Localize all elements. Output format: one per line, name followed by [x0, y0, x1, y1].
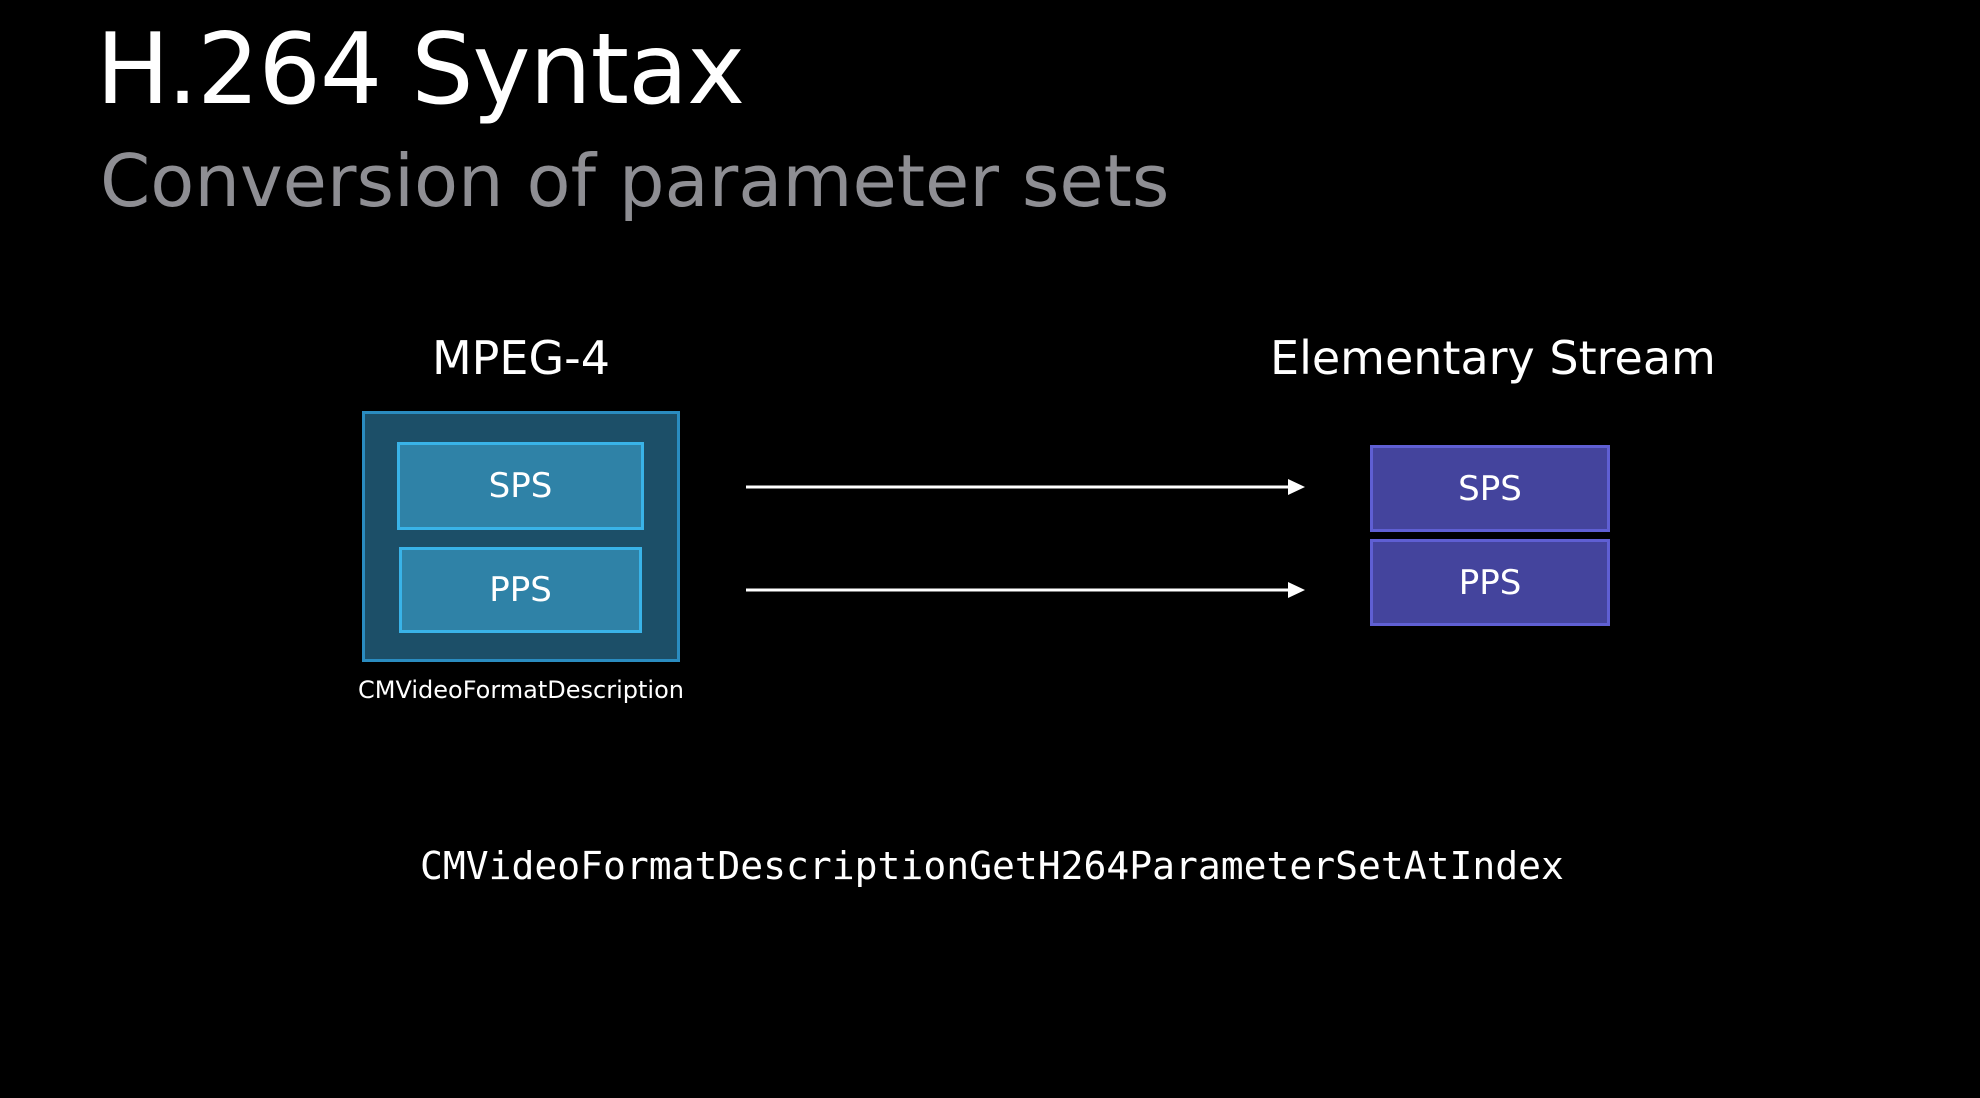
format-description-caption: CMVideoFormatDescription: [358, 676, 684, 704]
elementary-stream-sps-label: SPS: [1458, 468, 1522, 509]
api-function-name: CMVideoFormatDescriptionGetH264Parameter…: [420, 844, 1564, 888]
elementary-stream-pps-label: PPS: [1458, 562, 1522, 603]
slide-subtitle: Conversion of parameter sets: [100, 139, 1170, 223]
mpeg4-sps-label: SPS: [488, 466, 553, 506]
mpeg4-sps-box: SPS: [397, 442, 644, 530]
elementary-stream-heading: Elementary Stream: [1270, 331, 1716, 385]
sps-conversion-arrow: [746, 479, 1305, 495]
mpeg4-pps-label: PPS: [489, 570, 552, 610]
mpeg4-heading: MPEG-4: [431, 331, 610, 385]
slide-title: H.264 Syntax: [96, 13, 745, 127]
mpeg4-pps-box: PPS: [399, 547, 642, 633]
elementary-stream-pps-box: PPS: [1370, 539, 1610, 626]
pps-conversion-arrow: [746, 582, 1305, 598]
elementary-stream-sps-box: SPS: [1370, 445, 1610, 532]
